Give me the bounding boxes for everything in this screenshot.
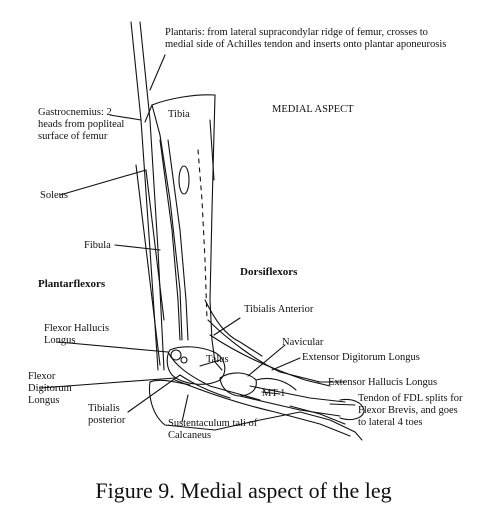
label-extensor-digitorum-longus: Extensor Digitorum Longus (302, 352, 420, 363)
label-sustentaculum: Sustentaculum tali of Calcaneus (168, 418, 258, 441)
label-flexor-digitorum-longus: Flexor Digitorum Longus (28, 371, 72, 406)
leader-soleus (59, 169, 147, 196)
leader-fhl (57, 341, 169, 353)
label-medial-aspect: MEDIAL ASPECT (272, 104, 354, 115)
label-dorsiflexors: Dorsiflexors (240, 266, 298, 278)
tibialis-posterior-tendon (179, 374, 231, 399)
fibula-outline (159, 139, 181, 341)
leader-tibialis-posterior (127, 374, 181, 413)
label-plantaris: Plantaris: from lateral supracondylar ri… (165, 27, 447, 50)
leader-tibialis-anterior (213, 317, 241, 336)
plantaris-line (139, 21, 165, 371)
mt1-outline (239, 395, 341, 417)
tibialis-anterior-tendon (204, 299, 263, 357)
tibia-outline (151, 94, 223, 371)
label-mt1: MT 1 (262, 388, 286, 399)
calcaneus-outline (148, 381, 301, 431)
fhl-tendon (167, 351, 261, 401)
label-tibialis-anterior: Tibialis Anterior (244, 304, 314, 315)
label-extensor-hallucis-longus: Extensor Hallucis Longus (328, 377, 438, 388)
leader-talus (199, 359, 221, 367)
label-tendon-of-fdl: Tendon of FDL splits for Flexor Brevis, … (358, 393, 463, 428)
navicular-outline (219, 372, 257, 397)
label-flexor-hallucis-longus: Flexor Hallucis Longus (44, 323, 110, 346)
label-plantarflexors: Plantarflexors (38, 278, 106, 290)
leader-edl (271, 357, 301, 371)
leader-tendon-fdl (329, 403, 356, 406)
label-tibia: Tibia (168, 109, 190, 120)
leader-plantaris (149, 54, 166, 91)
leader-fibula (114, 244, 161, 251)
label-soleus: Soleus (40, 190, 69, 201)
tibia-oval (178, 165, 190, 195)
label-fibula: Fibula (84, 240, 111, 251)
fdl-tendon (174, 379, 351, 437)
soleus-line (145, 169, 165, 321)
toes-outline (339, 398, 365, 421)
leader-fdl (39, 377, 176, 389)
leader-mt1 (261, 391, 281, 395)
label-tibialis-posterior: Tibialis posterior (88, 403, 126, 426)
label-gastrocnemius: Gastrocnemius: 2 heads from popliteal su… (38, 107, 125, 142)
leader-gastrocnemius (109, 114, 142, 121)
gastrocnemius-line (130, 21, 159, 371)
leader-sustentaculum (181, 394, 189, 423)
label-talus: Talus (206, 354, 229, 365)
label-navicular: Navicular (282, 337, 324, 348)
figure-caption: Figure 9. Medial aspect of the leg (95, 478, 392, 503)
leader-navicular (247, 344, 286, 377)
